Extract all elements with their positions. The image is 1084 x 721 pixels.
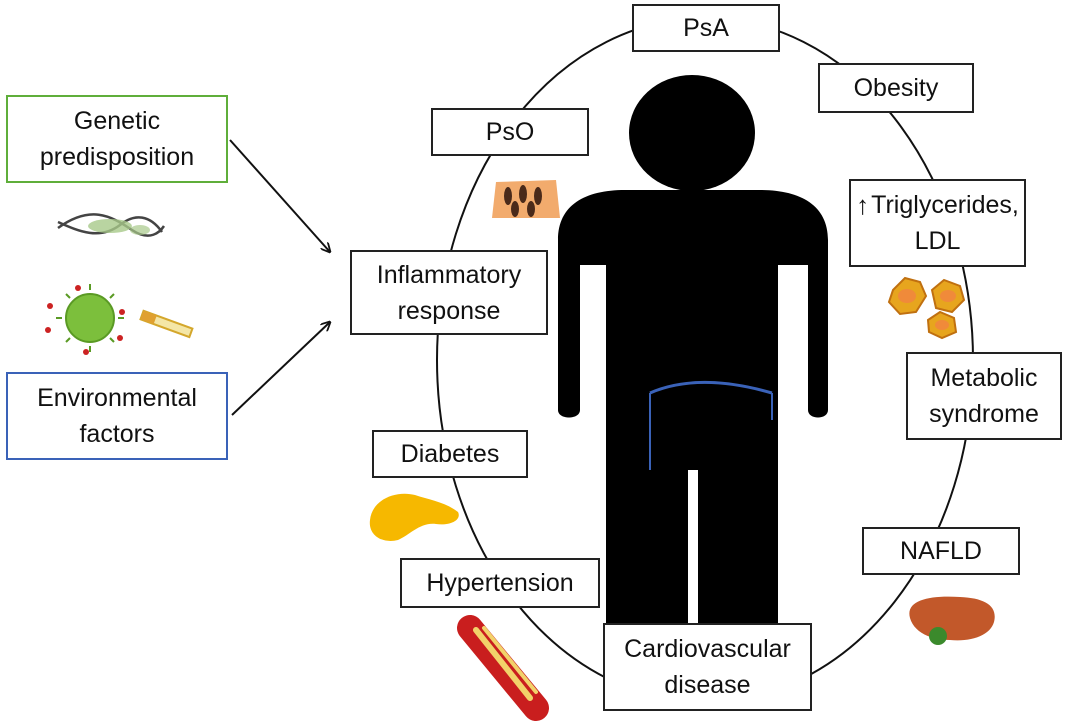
blood-vessel-icon (457, 615, 549, 721)
diabetes-label: Diabetes (400, 440, 500, 468)
pathogen-icon (45, 284, 125, 355)
arrow-up-icon: ↑ (856, 190, 870, 220)
nafld-box: NAFLD (862, 527, 1020, 575)
ldl-label: LDL (914, 227, 961, 255)
psa-box: PsA (632, 4, 780, 52)
hypertension-box: Hypertension (400, 558, 600, 608)
nafld-label: NAFLD (900, 537, 982, 565)
obesity-box: Obesity (818, 63, 974, 113)
hypertension-label: Hypertension (426, 569, 574, 597)
cigarette-icon (139, 309, 194, 339)
skin-lesion-icon (492, 180, 560, 218)
environmental-factors-label: Environmental factors (37, 384, 197, 448)
human-figure-icon (558, 75, 828, 700)
metabolic-syndrome-box: Metabolic syndrome (906, 352, 1062, 440)
cardiovascular-disease-box: Cardiovascular disease (603, 623, 812, 711)
diabetes-box: Diabetes (372, 430, 528, 478)
genetic-predisposition-box: Genetic predisposition (6, 95, 228, 183)
triglycerides-box: ↑ Triglycerides, LDL (849, 179, 1026, 267)
pso-box: PsO (431, 108, 589, 156)
cardiovascular-disease-label: Cardiovascular disease (624, 635, 791, 699)
liver-icon (909, 596, 995, 645)
environmental-factors-box: Environmental factors (6, 372, 228, 460)
dna-icon (57, 213, 166, 237)
genetic-predisposition-label: Genetic predisposition (39, 107, 195, 171)
triglycerides-label: Triglycerides, (871, 191, 1019, 219)
arrow-environmental-to-inflammatory (231, 322, 330, 416)
metabolic-syndrome-label: Metabolic syndrome (929, 364, 1039, 428)
obesity-label: Obesity (853, 74, 939, 102)
inflammatory-response-label: Inflammatory response (376, 260, 522, 325)
arrow-genetic-to-inflammatory (229, 139, 330, 252)
psa-label: PsA (683, 14, 729, 42)
inflammatory-response-box: Inflammatory response (350, 250, 548, 335)
adipocyte-icon (887, 276, 966, 340)
pso-label: PsO (485, 118, 535, 146)
pancreas-icon (369, 493, 459, 541)
